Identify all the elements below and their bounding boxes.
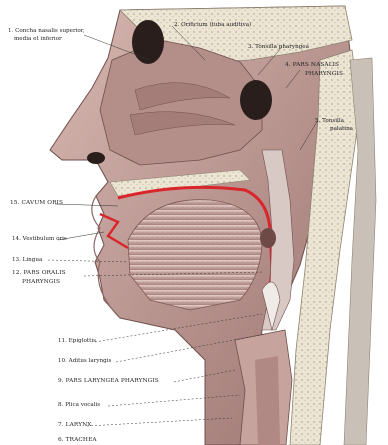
tongue — [128, 200, 262, 310]
label-epiglottis: 11. Epiglottis — [58, 338, 96, 345]
label-lingua: 13. Lingua — [12, 257, 42, 264]
nostril — [87, 152, 105, 164]
label-tonsilla-palatina-line1: 5. Tonsilla — [315, 118, 344, 125]
frontal-sinus — [132, 20, 164, 64]
label-aditus-laryngis: 10. Aditus laryngis — [58, 358, 111, 365]
label-cavum-oris: 15. CAVUM ORIS — [10, 200, 63, 207]
label-pars-nasalis-line2: PHARYNGIS — [305, 71, 343, 78]
palatine-tonsil — [260, 228, 276, 248]
label-trachea: 6. TRACHEA — [58, 437, 97, 444]
label-plica-vocalis: 8. Plica vocalis — [58, 402, 100, 409]
label-pars-laryngea: 9. PARS LARYNGEA PHARYNGIS — [58, 378, 159, 385]
label-pars-nasalis-line1: 4. PARS NASALIS — [285, 62, 339, 69]
label-tonsilla-pharyngea: 3. Tonsilla pharyngea — [248, 44, 309, 51]
label-tonsilla-palatina-line2: palatina — [330, 126, 353, 133]
trachea-lumen — [255, 356, 280, 445]
sphenoid-sinus — [240, 80, 272, 120]
label-orificium: 2. Orificium (tuba auditiva) — [174, 22, 251, 29]
label-larynx: 7. LARYNX — [58, 422, 92, 429]
label-pars-oralis-line1: 12. PARS ORALIS — [12, 270, 66, 277]
label-concha-line1: 1. Concha nasalis superior, — [8, 28, 85, 35]
label-concha-line2: media et inferior — [14, 36, 62, 43]
label-vestibulum-oris: 14. Vestibulum oris — [12, 236, 67, 243]
label-pars-oralis-line2: PHARYNGIS — [22, 279, 60, 286]
